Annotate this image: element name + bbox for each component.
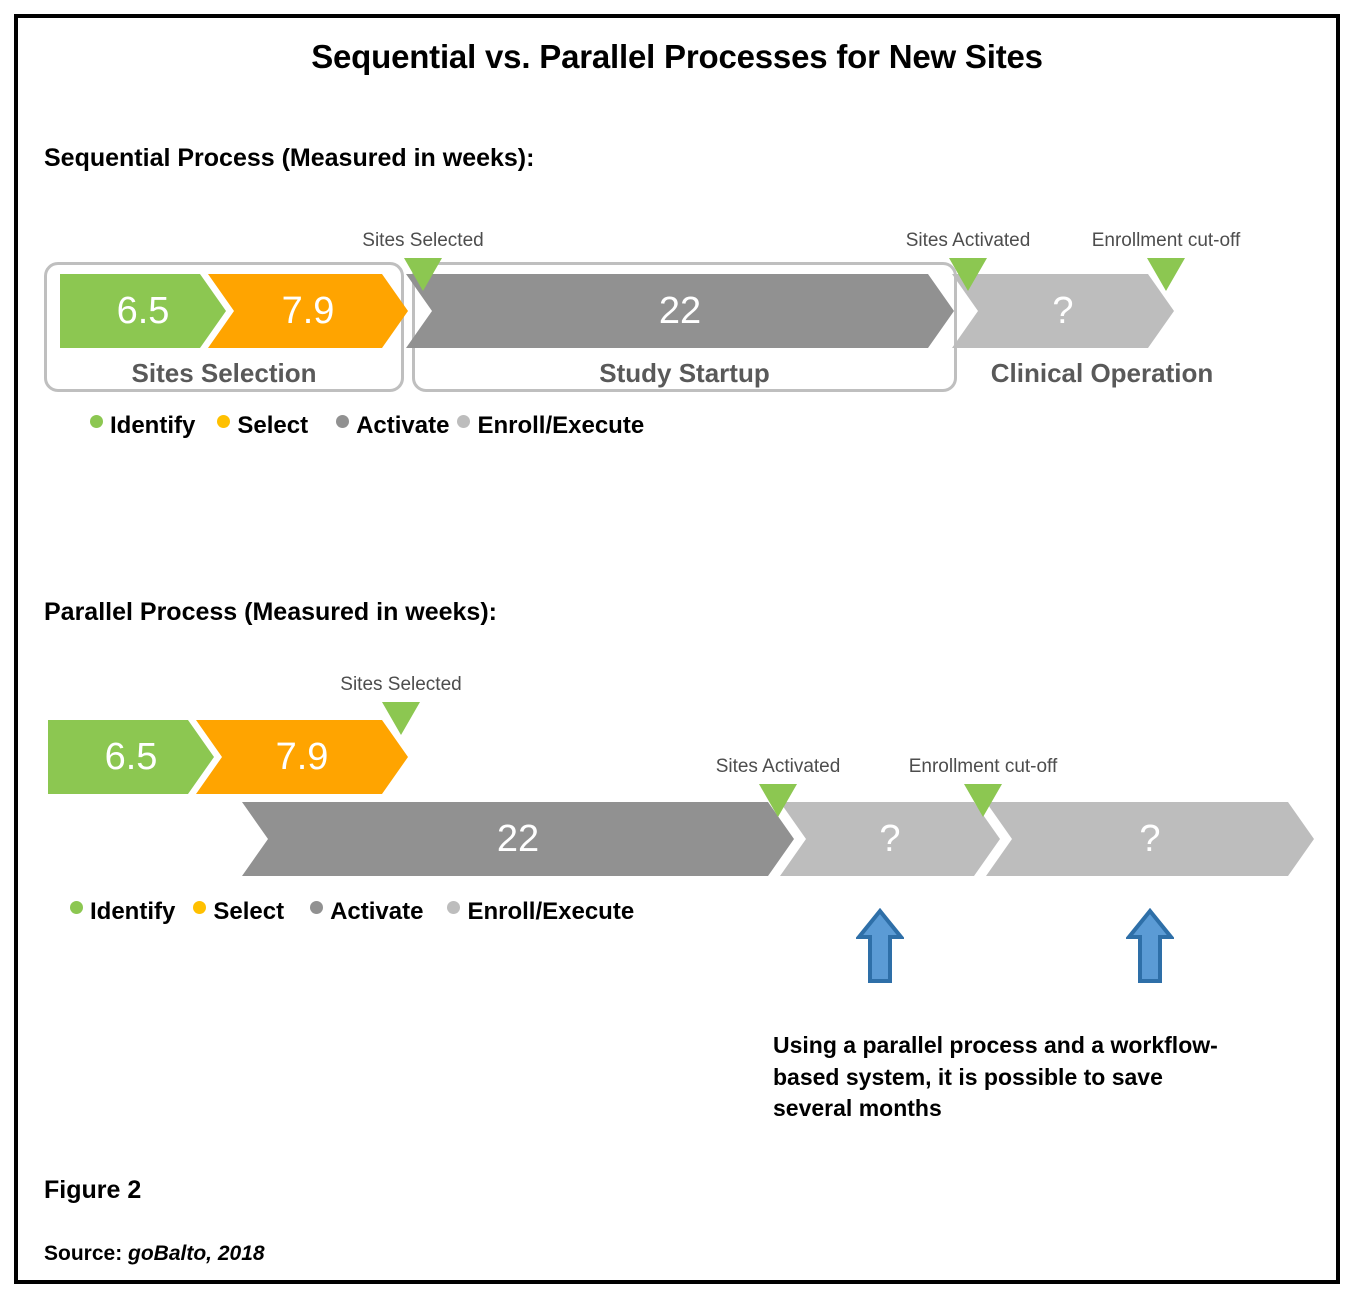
parallel-enroll-value-2: ? [1139, 818, 1161, 860]
legend-dot-select-icon [217, 414, 231, 428]
marker-label-sites-activated-parallel: Sites Activated [715, 756, 841, 777]
legend-item-enroll-execute: Enroll/Execute [457, 412, 644, 440]
parallel-identify-bar[interactable]: 6.5 [48, 720, 214, 794]
legend-label-select: Select [213, 898, 285, 925]
marker-label-sites-selected-sequential: Sites Selected [362, 230, 484, 251]
sequential-section-heading: Sequential Process (Measured in weeks): [44, 144, 535, 172]
figure-label: Figure 2 [44, 1176, 142, 1204]
source-line: Source: goBalto, 2018 [44, 1242, 265, 1266]
source-key: Source: [44, 1242, 123, 1265]
parallel-identify-value: 6.5 [104, 736, 158, 778]
sequential-select-value: 7.9 [281, 290, 335, 332]
marker-label-enrollment-cutoff-sequential: Enrollment cut-off [1091, 230, 1241, 251]
figure-frame: Sequential vs. Parallel Processes for Ne… [14, 14, 1340, 1284]
legend-label-enroll-execute: Enroll/Execute [467, 898, 635, 925]
marker-triangle-enrollment-cutoff-sequential [1147, 258, 1185, 291]
caption-study-startup: Study Startup [599, 358, 770, 388]
parallel-activate-value: 22 [496, 818, 540, 860]
legend-dot-enroll-icon [457, 414, 471, 428]
legend-item-activate-parallel: Activate [310, 898, 423, 926]
marker-triangle-sites-selected-sequential [404, 258, 442, 291]
sequential-identify-bar[interactable]: 6.5 [60, 274, 226, 348]
legend-label-identify: Identify [90, 898, 176, 925]
marker-triangle-sites-selected-parallel [382, 702, 420, 735]
legend-item-enroll-execute-parallel: Enroll/Execute [447, 898, 634, 926]
parallel-select-value: 7.9 [275, 736, 329, 778]
page-title: Sequential vs. Parallel Processes for Ne… [311, 38, 1043, 75]
parallel-section-heading: Parallel Process (Measured in weeks): [44, 598, 497, 626]
source-value: goBalto, 2018 [128, 1242, 265, 1265]
parallel-select-bar[interactable]: 7.9 [196, 720, 408, 794]
sequential-enroll-value: ? [1052, 290, 1074, 332]
marker-triangle-sites-activated-parallel [759, 784, 797, 817]
legend-label-select: Select [237, 412, 309, 439]
sequential-activate-value: 22 [658, 290, 702, 332]
legend-label-activate: Activate [330, 898, 424, 925]
legend-dot-enroll-icon [447, 900, 461, 914]
caption-sites-selection: Sites Selection [131, 358, 317, 388]
legend-dot-activate-icon [310, 900, 324, 914]
legend-item-select-parallel: Select [193, 898, 284, 926]
legend-label-activate: Activate [356, 412, 450, 439]
marker-label-sites-activated-sequential: Sites Activated [905, 230, 1031, 251]
up-arrow-icon-right [1124, 907, 1176, 989]
legend-item-select: Select [217, 412, 308, 440]
legend-item-identify: Identify [90, 412, 195, 440]
legend-dot-identify-icon [70, 900, 83, 914]
up-arrow-icon-left [854, 907, 906, 989]
legend-item-identify-parallel: Identify [70, 898, 175, 926]
marker-triangle-sites-activated-sequential [949, 258, 987, 291]
caption-clinical-operation: Clinical Operation [990, 358, 1214, 388]
diagram-canvas: Sequential vs. Parallel Processes for Ne… [18, 18, 1336, 1280]
parallel-enroll-bar-2[interactable]: ? [986, 802, 1314, 876]
marker-label-enrollment-cutoff-parallel: Enrollment cut-off [908, 756, 1058, 777]
legend-dot-identify-icon [90, 414, 103, 428]
parallel-activate-bar[interactable]: 22 [242, 802, 794, 876]
marker-triangle-enrollment-cutoff-parallel [964, 784, 1002, 817]
legend-sequential: Identify Select Activate Enroll/Execute [90, 412, 644, 440]
sequential-identify-value: 6.5 [116, 290, 170, 332]
legend-label-enroll-execute: Enroll/Execute [477, 412, 645, 439]
legend-dot-select-icon [193, 900, 207, 914]
sequential-activate-bar[interactable]: 22 [406, 274, 954, 348]
marker-label-sites-selected-parallel: Sites Selected [340, 674, 462, 695]
legend-item-activate: Activate [336, 412, 449, 440]
callout-text: Using a parallel process and a workflow-… [773, 1032, 1218, 1122]
legend-parallel: Identify Select Activate Enroll/Execute [70, 898, 634, 926]
legend-dot-activate-icon [336, 414, 350, 428]
sequential-select-bar[interactable]: 7.9 [208, 274, 408, 348]
legend-label-identify: Identify [110, 412, 196, 439]
parallel-enroll-value-1: ? [879, 818, 901, 860]
